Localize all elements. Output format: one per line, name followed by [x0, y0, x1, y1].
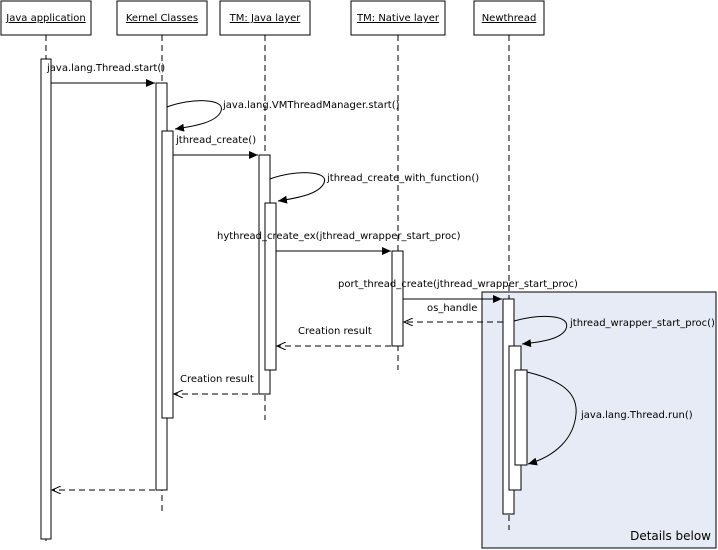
activation-java-application	[40, 58, 52, 540]
participant-tm-native-layer-label: TM: Native layer	[356, 13, 440, 24]
details-panel-label: Details below	[630, 529, 711, 543]
message-vmthreadmanager-start-arrow	[166, 100, 222, 132]
message-os-handle-label: os_handle	[427, 303, 477, 314]
participant-newthread-box	[473, 0, 545, 36]
activation-tm-java-layer-nested	[264, 202, 277, 371]
message-thread-run-arrow	[526, 371, 577, 466]
message-jthread-create-label: jthread_create()	[175, 135, 256, 146]
message-creation-result-java-label: Creation result	[180, 374, 254, 385]
message-thread-start-label: java.lang.Thread.start()	[46, 63, 165, 74]
activation-tm-native-layer	[391, 250, 404, 347]
message-vmthreadmanager-start-label: java.lang.VMThreadManager.start()	[222, 100, 400, 111]
message-jthread-create-with-function-label: jthread_create_with_function()	[326, 173, 479, 184]
message-jthread-wrapper-start-proc-label: jthread_wrapper_start_proc()	[569, 318, 715, 329]
message-creation-result-native-label: Creation result	[298, 326, 372, 337]
participant-tm-java-layer-label: TM: Java layer	[229, 13, 302, 24]
participant-java-application-box	[0, 0, 92, 36]
participant-kernel-classes-box	[116, 0, 208, 36]
participant-kernel-classes-label: Kernel Classes	[126, 13, 198, 24]
activation-kernel-classes-nested	[161, 130, 174, 419]
message-hythread-create-ex-label: hythread_create_ex(jthread_wrapper_start…	[217, 231, 461, 242]
message-thread-run-label: java.lang.Thread.run()	[580, 410, 693, 421]
activation-newthread-run	[514, 369, 528, 466]
participant-java-application-label: Java application	[5, 13, 85, 24]
message-jthread-wrapper-start-proc-arrow	[513, 316, 568, 348]
participant-newthread-label: Newthread	[482, 13, 537, 24]
participant-tm-java-layer-box	[219, 0, 311, 36]
message-port-thread-create-label: port_thread_create(jthread_wrapper_start…	[338, 279, 578, 290]
message-jthread-create-with-function-arrow	[269, 172, 325, 204]
